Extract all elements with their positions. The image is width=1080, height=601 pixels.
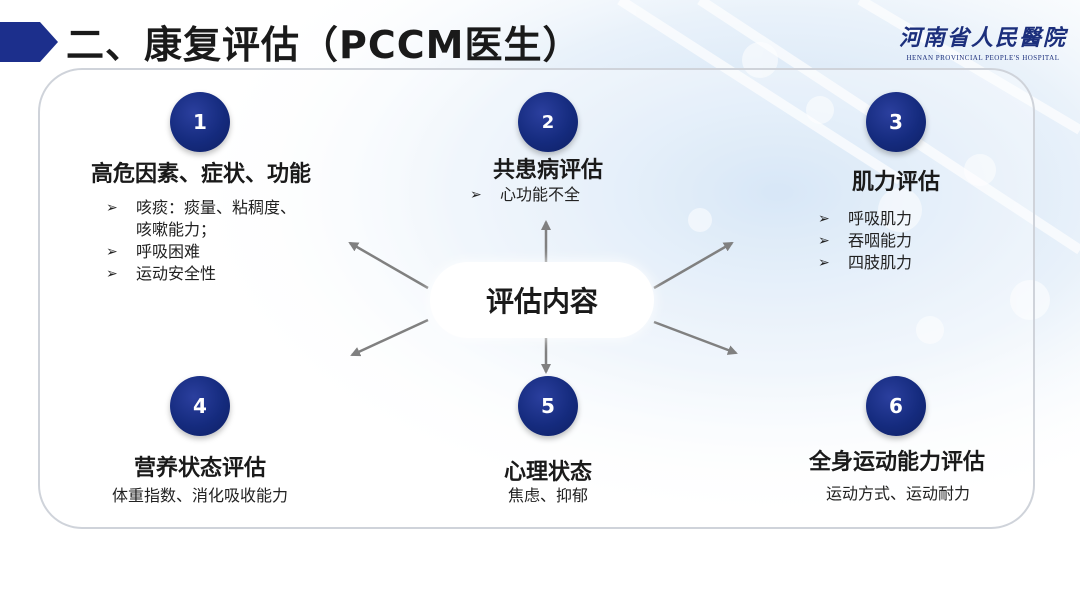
list-item: ➢ 呼吸肌力: [818, 208, 912, 230]
bullet-text: 心功能不全: [500, 185, 581, 204]
bullet-arrow-icon: ➢: [818, 255, 830, 271]
bullet-arrow-icon: ➢: [818, 211, 830, 227]
bullet-text: 吞咽能力: [848, 231, 913, 250]
node-5-title: 心理状态: [503, 460, 592, 485]
logo-english: HENAN PROVINCIAL PEOPLE'S HOSPITAL: [906, 54, 1060, 62]
list-item: ➢ 呼吸困难: [106, 241, 296, 263]
node-5-number: 5: [518, 376, 578, 436]
title-arrow-icon: [0, 22, 58, 62]
center-label: 评估内容: [430, 262, 654, 338]
node-2-number: 2: [518, 92, 578, 152]
list-item: ➢ 心功能不全: [470, 184, 580, 206]
node-2-title: 共患病评估: [492, 158, 603, 183]
node-6-number: 6: [866, 376, 926, 436]
logo-chinese: 河南省人民醫院: [898, 25, 1067, 51]
bullet-text: 呼吸困难: [136, 242, 201, 261]
arrow-to-node-1: [348, 241, 429, 290]
node-5-subtitle: 焦虑、抑郁: [507, 486, 588, 505]
node-1-number: 1: [170, 92, 230, 152]
node-3-number: 3: [866, 92, 926, 152]
bullet-text: 呼吸肌力: [848, 209, 913, 228]
bullet-arrow-icon: ➢: [106, 266, 118, 282]
node-1-bullets: ➢ 咳痰：痰量、粘稠度、 咳嗽能力； ➢ 呼吸困难 ➢ 运动安全性: [106, 197, 296, 285]
bullet-text: 咳痰：痰量、粘稠度、: [136, 198, 297, 217]
page-title: 二、康复评估（PCCM医生）: [66, 23, 582, 67]
node-1-title: 高危因素、症状、功能: [90, 162, 311, 187]
list-item: ➢ 四肢肌力: [818, 252, 912, 274]
arrow-to-node-3: [653, 241, 734, 290]
bullet-text: 四肢肌力: [848, 253, 913, 272]
node-4-number: 4: [170, 376, 230, 436]
bullet-text: 咳嗽能力；: [136, 220, 217, 239]
list-item: ➢ 吞咽能力: [818, 230, 912, 252]
node-6-subtitle: 运动方式、运动耐力: [825, 484, 970, 503]
bullet-arrow-icon: ➢: [106, 200, 118, 216]
bullet-arrow-icon: ➢: [818, 233, 830, 249]
node-4-subtitle: 体重指数、消化吸收能力: [111, 486, 288, 505]
node-2-bullets: ➢ 心功能不全: [470, 184, 580, 206]
node-6-title: 全身运动能力评估: [808, 450, 985, 475]
node-3-bullets: ➢ 呼吸肌力 ➢ 吞咽能力 ➢ 四肢肌力: [818, 208, 912, 274]
bullet-arrow-icon: ➢: [470, 187, 482, 203]
hospital-logo: 河南省人民醫院 HENAN PROVINCIAL PEOPLE'S HOSPIT…: [898, 20, 1068, 62]
bullet-text: 运动安全性: [136, 264, 217, 283]
list-item: ➢ 运动安全性: [106, 263, 296, 285]
list-item: ➢ 咳痰：痰量、粘稠度、: [106, 197, 296, 219]
list-item: 咳嗽能力；: [106, 219, 296, 241]
arrow-to-node-4: [350, 318, 429, 357]
bullet-arrow-icon: ➢: [106, 244, 118, 260]
node-4-title: 营养状态评估: [133, 456, 266, 481]
arrow-to-node-6: [653, 320, 738, 355]
node-3-title: 肌力评估: [851, 170, 940, 195]
